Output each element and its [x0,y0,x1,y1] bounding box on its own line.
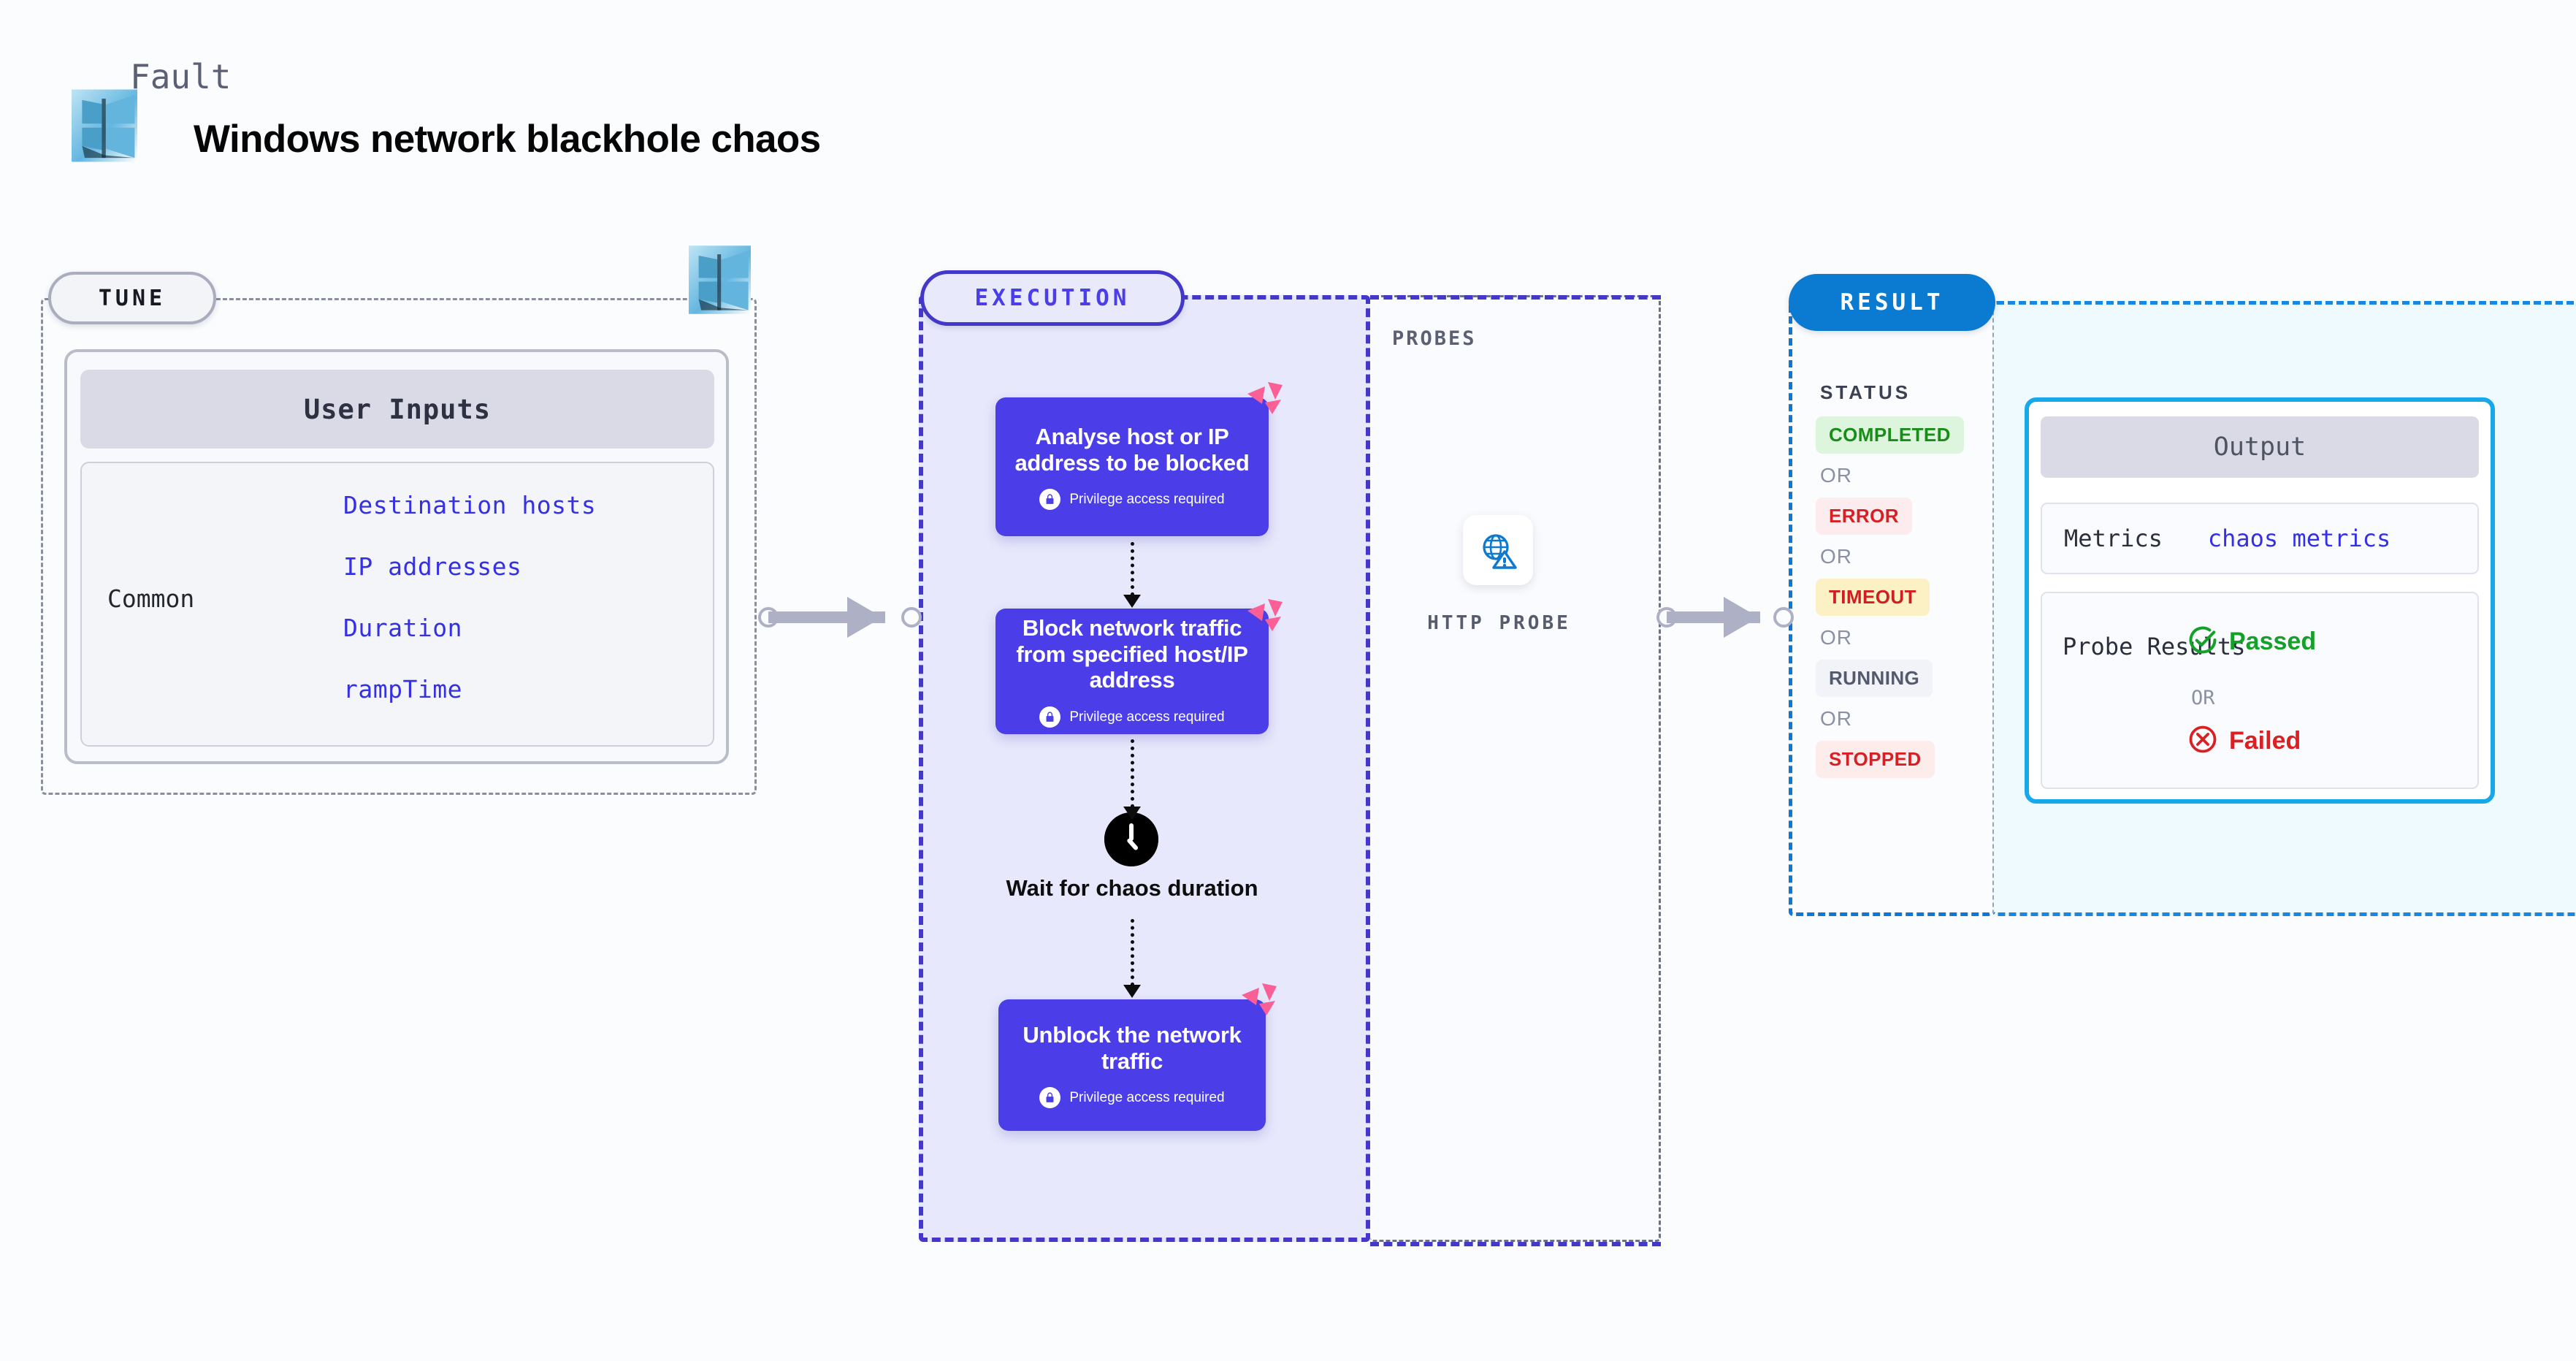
litmus-chaos-icon [1246,381,1284,416]
result-section-label: RESULT [1789,274,1995,331]
status-badge: STOPPED [1816,741,1935,778]
or-label: OR [1820,626,1852,649]
privilege-text: Privilege access required [1069,491,1225,507]
tune-section-frame [41,298,757,795]
status-badge: RUNNING [1816,660,1933,697]
flow-line [1131,542,1134,596]
or-label: OR [1820,545,1852,568]
status-badge-row: ERROR [1816,497,1984,535]
metrics-label: Metrics [2064,525,2163,552]
probe-result-passed: Passed [2188,625,2316,658]
flow-line [1131,919,1134,986]
flow-arrow-2 [1123,739,1141,820]
probe-result-failed: Failed [2188,725,2301,758]
output-title: Output [2041,416,2479,478]
privilege-text: Privilege access required [1069,1089,1225,1105]
or-label: OR [2191,687,2215,709]
status-badge-row: COMPLETED [1816,416,1984,454]
flow-arrowhead [1123,807,1141,820]
privilege-note: Privilege access required [1039,706,1225,728]
status-badge: COMPLETED [1816,416,1964,454]
output-metrics-row: Metrics chaos metrics [2041,503,2479,574]
clock-icon [1104,812,1158,866]
execution-section-label: EXECUTION [920,270,1185,326]
status-badge-row: STOPPED [1816,741,1984,778]
probe-results-label: Probe Results [2063,633,2246,660]
windows-logo-icon-tune [689,243,751,317]
user-input-list: Destination hosts IP addresses Duration … [343,491,687,704]
user-inputs-title: User Inputs [80,370,714,449]
metrics-value[interactable]: chaos metrics [2207,525,2391,552]
fault-kicker: Fault [130,57,232,96]
input-group-label: Common [107,584,195,613]
flow-arrowhead [1123,595,1141,608]
privilege-text: Privilege access required [1069,709,1225,725]
litmus-chaos-icon [1246,598,1284,633]
probe-caption: HTTP PROBE [1427,612,1571,634]
status-badge-row: TIMEOUT [1816,579,1984,616]
connector-end-dot [1773,607,1794,628]
connector-arrowhead [847,597,882,638]
or-label: OR [1820,464,1852,487]
passed-label: Passed [2229,628,2317,655]
x-circle-icon [2188,725,2217,758]
probes-frame-bottom-edge [1370,1242,1661,1246]
status-heading: STATUS [1820,381,1911,403]
connector-arrowhead [1724,597,1759,638]
tune-section-label: TUNE [48,272,216,324]
list-item[interactable]: Destination hosts [343,491,597,519]
status-badge: TIMEOUT [1816,579,1930,616]
execution-step-1[interactable]: Analyse host or IP address to be blocked… [995,397,1269,536]
flow-arrow-3 [1123,919,1141,998]
list-item[interactable]: Duration [343,614,462,642]
privilege-note: Privilege access required [1039,489,1225,511]
page-title: Windows network blackhole chaos [194,118,821,161]
probes-frame-top-edge [1370,295,1661,300]
lock-icon [1039,1087,1061,1109]
check-circle-icon [2188,625,2217,658]
failed-label: Failed [2229,727,2301,755]
execution-step-2[interactable]: Block network traffic from specified hos… [995,609,1269,734]
privilege-note: Privilege access required [1039,1087,1225,1109]
step-title: Unblock the network traffic [1023,1021,1242,1074]
connector-end-dot [901,607,922,628]
step-title: Analyse host or IP address to be blocked [1014,423,1250,476]
step-title: Block network traffic from specified hos… [1016,614,1248,693]
or-label: OR [1820,707,1852,730]
lock-icon [1039,489,1061,511]
list-item[interactable]: IP addresses [343,552,522,581]
status-badge-row: RUNNING [1816,660,1984,697]
windows-logo-icon [72,89,137,162]
litmus-chaos-icon [1240,982,1278,1017]
execution-step-3[interactable]: Unblock the network traffic Privilege ac… [998,999,1266,1131]
user-inputs-body [80,462,714,747]
flow-arrow-1 [1123,542,1141,608]
probes-section-label: PROBES [1392,327,1477,350]
lock-icon [1039,706,1061,728]
list-item[interactable]: rampTime [343,675,462,704]
probes-section-frame [1370,295,1661,1242]
wait-node-label: Wait for chaos duration [1006,875,1258,901]
flow-line [1131,739,1134,808]
status-list: COMPLETED OR ERROR OR TIMEOUT OR RUNNING… [1816,416,1984,778]
output-probe-results-row: Probe Results Passed OR Failed [2041,592,2479,789]
globe-warning-icon[interactable] [1463,515,1533,585]
flow-arrowhead [1123,985,1141,998]
status-badge: ERROR [1816,497,1912,535]
